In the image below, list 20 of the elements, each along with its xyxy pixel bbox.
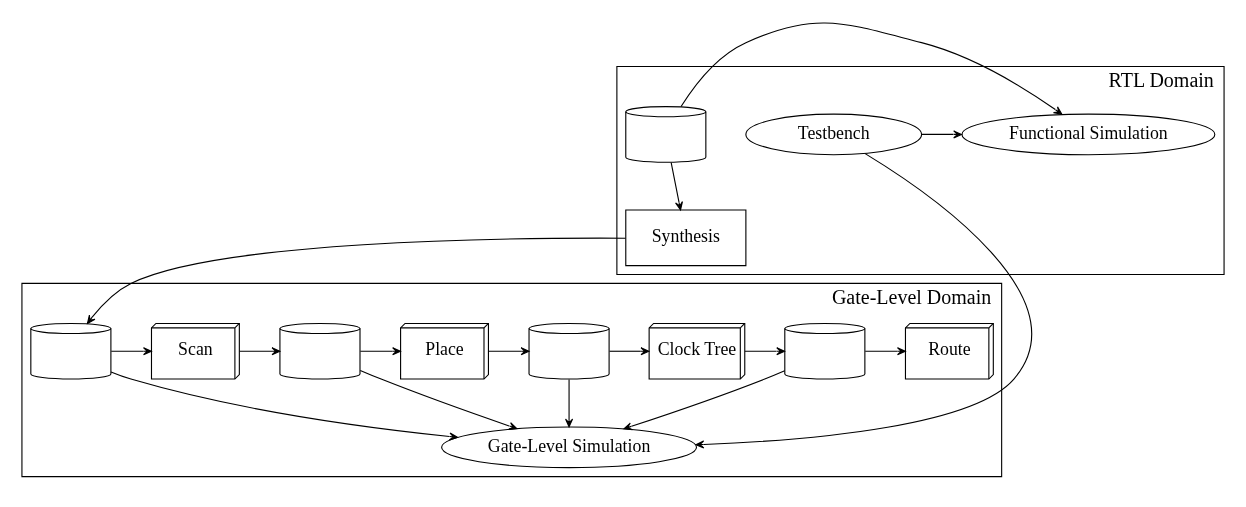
- arrow: [110, 346, 152, 355]
- arrow: [695, 152, 1033, 449]
- arrow: [110, 370, 458, 441]
- arrow: [623, 369, 786, 430]
- arrow: [608, 346, 650, 355]
- arrow: [86, 237, 627, 324]
- node-ellipse: Testbench: [745, 113, 923, 155]
- arrow: [359, 346, 401, 355]
- arrow: [680, 21, 1063, 115]
- arrow: [488, 346, 530, 355]
- arrow: [239, 346, 281, 355]
- arrow: [744, 346, 786, 355]
- node-box: Synthesis: [625, 208, 747, 266]
- node-ellipse: Functional Simulation: [961, 113, 1216, 155]
- arrow: [359, 369, 518, 430]
- arrow: [921, 129, 963, 138]
- arrow: [670, 161, 683, 210]
- arrow: [565, 378, 574, 427]
- node-ellipse: Gate-Level Simulation: [441, 425, 698, 468]
- arrow: [864, 346, 906, 355]
